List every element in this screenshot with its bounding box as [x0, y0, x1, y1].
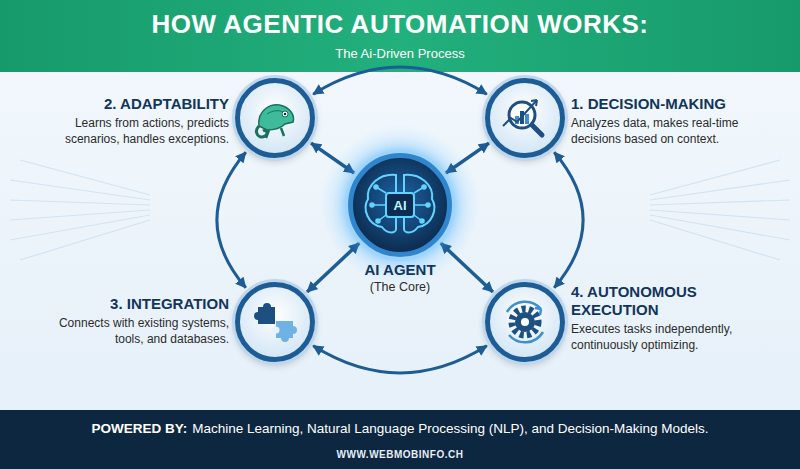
step-circle: 3. INTEGRATIONConnects with existing sys… — [235, 282, 315, 362]
illustration-part — [503, 100, 537, 126]
cycle-arrow — [313, 346, 487, 373]
website-url: WWW.WEBMOBINFO.CH — [0, 449, 800, 460]
illustration-part — [422, 185, 426, 189]
illustration-part — [515, 312, 535, 332]
illustration-part — [650, 160, 790, 260]
illustration-part — [273, 327, 280, 334]
footer-text: Machine Learning, Natural Language Proce… — [192, 421, 708, 436]
step-heading: 3. INTEGRATION — [57, 295, 229, 313]
core-heading: AI AGENT — [315, 261, 485, 279]
step-heading: 2. ADAPTABILITY — [57, 95, 229, 113]
illustration-part — [289, 326, 297, 334]
main-title: HOW AGENTIC AUTOMATION WORKS: — [0, 9, 800, 40]
illustration-part — [257, 105, 294, 138]
illustration-part — [489, 286, 561, 358]
step-description: Analyzes data, makes real-time decisions… — [571, 116, 756, 147]
footer-heading: POWERED BY: — [91, 421, 187, 436]
illustration-part — [259, 105, 294, 130]
step-description: Learns from actions, predicts scenarios,… — [57, 116, 229, 147]
core-subheading: (The Core) — [315, 279, 485, 295]
illustration-part — [509, 332, 543, 342]
step-heading: 1. DECISION-MAKING — [571, 95, 756, 113]
illustration-part — [420, 219, 424, 223]
chip-label: AI — [394, 198, 407, 213]
illustration-part — [239, 286, 311, 358]
core-link-arrow — [446, 143, 489, 173]
illustration-part — [531, 100, 537, 106]
illustration-part — [489, 82, 561, 154]
illustration-part — [239, 82, 311, 154]
illustration-part — [282, 111, 288, 117]
core-circle: AIAI AGENT(The Core) — [348, 153, 452, 257]
illustration-part — [512, 309, 538, 335]
illustration-part — [263, 303, 271, 311]
illustration-part — [507, 302, 541, 312]
footer-line: POWERED BY: Machine Learning, Natural Lan… — [0, 421, 800, 436]
core-link-arrow — [441, 243, 493, 292]
illustration-part — [254, 312, 262, 320]
illustration-part — [376, 219, 380, 223]
core-link-arrow — [307, 243, 359, 292]
illustration-part — [254, 303, 297, 342]
illustration-part — [521, 318, 529, 326]
illustration-part — [370, 203, 374, 207]
step-circle: 4. AUTONOMOUS EXECUTIONExecutes tasks in… — [485, 282, 565, 362]
cycle-arrow — [313, 67, 487, 94]
step-text: 2. ADAPTABILITY Learns from actions, pred… — [57, 95, 229, 147]
illustration-part — [535, 308, 541, 315]
illustration-part — [386, 193, 414, 217]
illustration-part — [267, 111, 283, 114]
illustration-part — [525, 114, 529, 124]
cycle-arrow — [554, 152, 583, 288]
illustration-part — [507, 302, 543, 343]
illustration-part — [284, 113, 286, 115]
illustration-part — [374, 185, 378, 189]
illustration-part — [532, 125, 542, 135]
step-description: Executes tasks independently, continuous… — [571, 322, 756, 353]
cycle-arrow — [217, 152, 246, 288]
illustration-part — [281, 334, 289, 342]
core-caption: AI AGENT(The Core) — [315, 261, 485, 295]
illustration-part — [503, 100, 542, 135]
step-text: 3. INTEGRATION Connects with existing sys… — [57, 295, 229, 347]
footer-band — [0, 410, 800, 469]
step-circle: 1. DECISION-MAKINGAnalyzes data, makes r… — [485, 78, 565, 158]
illustration-part — [372, 187, 428, 221]
illustration-part — [366, 175, 435, 233]
illustration-part — [10, 160, 150, 260]
subtitle: The Ai-Driven Process — [0, 46, 800, 61]
step-circle: 2. ADAPTABILITYLearns from actions, pred… — [235, 78, 315, 158]
illustration-part — [426, 203, 430, 207]
step-heading: 4. AUTONOMOUS EXECUTION — [571, 283, 756, 319]
step-text: 4. AUTONOMOUS EXECUTIONExecutes tasks in… — [571, 283, 756, 353]
illustration-part — [257, 126, 267, 137]
step-description: Connects with existing systems, tools, a… — [57, 316, 229, 347]
step-text: 1. DECISION-MAKING Analyzes data, makes r… — [571, 95, 756, 147]
illustration-part — [352, 157, 448, 253]
core-link-arrow — [311, 143, 354, 173]
